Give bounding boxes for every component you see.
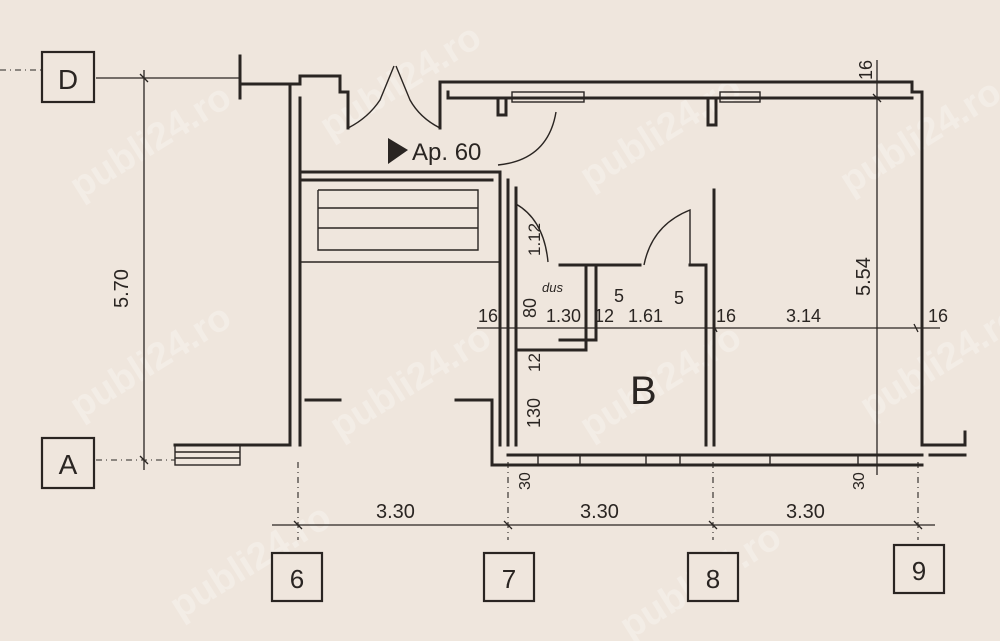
watermark-7: publi24.ro (573, 316, 749, 448)
dim-row-16-b: 16 (716, 306, 736, 326)
dim-row-314: 3.14 (786, 306, 821, 326)
axis-d-label: D (58, 64, 78, 95)
watermark-6: publi24.ro (323, 316, 499, 448)
dim-row-130: 1.30 (546, 306, 581, 326)
room-label: B (630, 369, 657, 413)
axis-8-label: 8 (706, 564, 720, 594)
dim-span-2: 3.30 (580, 501, 619, 523)
dim-v-30-left: 30 (517, 472, 534, 490)
dim-row-161: 1.61 (628, 306, 663, 326)
dim-row-80: 80 (520, 298, 540, 318)
dim-row-16-a: 16 (478, 306, 498, 326)
axis-a-label: A (59, 449, 78, 480)
dim-height-left: 5.70 (111, 269, 133, 308)
doors (347, 65, 691, 266)
dim-v-130: 130 (524, 398, 544, 428)
axis-lines (0, 60, 940, 540)
dimension-ticks (139, 73, 923, 530)
watermark-3: publi24.ro (573, 66, 749, 198)
watermark-5: publi24.ro (63, 296, 239, 428)
dim-v-112: 1.12 (525, 223, 544, 256)
dim-height-right: 5.54 (853, 257, 875, 296)
watermark-8: publi24.ro (853, 296, 1000, 428)
windows (174, 444, 859, 466)
axis-d-marker: D (40, 50, 96, 104)
dim-v-dus: dus (542, 280, 563, 295)
apartment-label: Ap. 60 (412, 139, 481, 166)
walls (173, 54, 967, 467)
dim-span-3: 3.30 (786, 501, 825, 523)
axis-9-label: 9 (912, 556, 926, 586)
axis-9-marker: 9 (892, 543, 946, 595)
apartment-tag: Ap. 60 (388, 138, 481, 166)
dimension-labels: 5.70 5.54 16 3.30 3.30 3.30 16 80 1.30 1… (111, 60, 948, 523)
entry-arrow-icon (388, 138, 408, 164)
axis-7-label: 7 (502, 564, 516, 594)
axis-a-marker: A (40, 436, 96, 490)
dim-span-1: 3.30 (376, 501, 415, 523)
axis-8-marker: 8 (686, 551, 740, 603)
dim-v-12: 12 (525, 353, 544, 372)
dim-v-30-right: 30 (851, 472, 868, 490)
dim-row-5b: 5 (674, 288, 684, 308)
dim-top-wall: 16 (856, 60, 876, 80)
axis-7-marker: 7 (482, 551, 536, 603)
dim-row-5a: 5 (614, 286, 624, 306)
dim-row-12: 12 (594, 306, 614, 326)
axis-6-label: 6 (290, 564, 304, 594)
dim-row-16-c: 16 (928, 306, 948, 326)
axis-6-marker: 6 (270, 551, 324, 603)
